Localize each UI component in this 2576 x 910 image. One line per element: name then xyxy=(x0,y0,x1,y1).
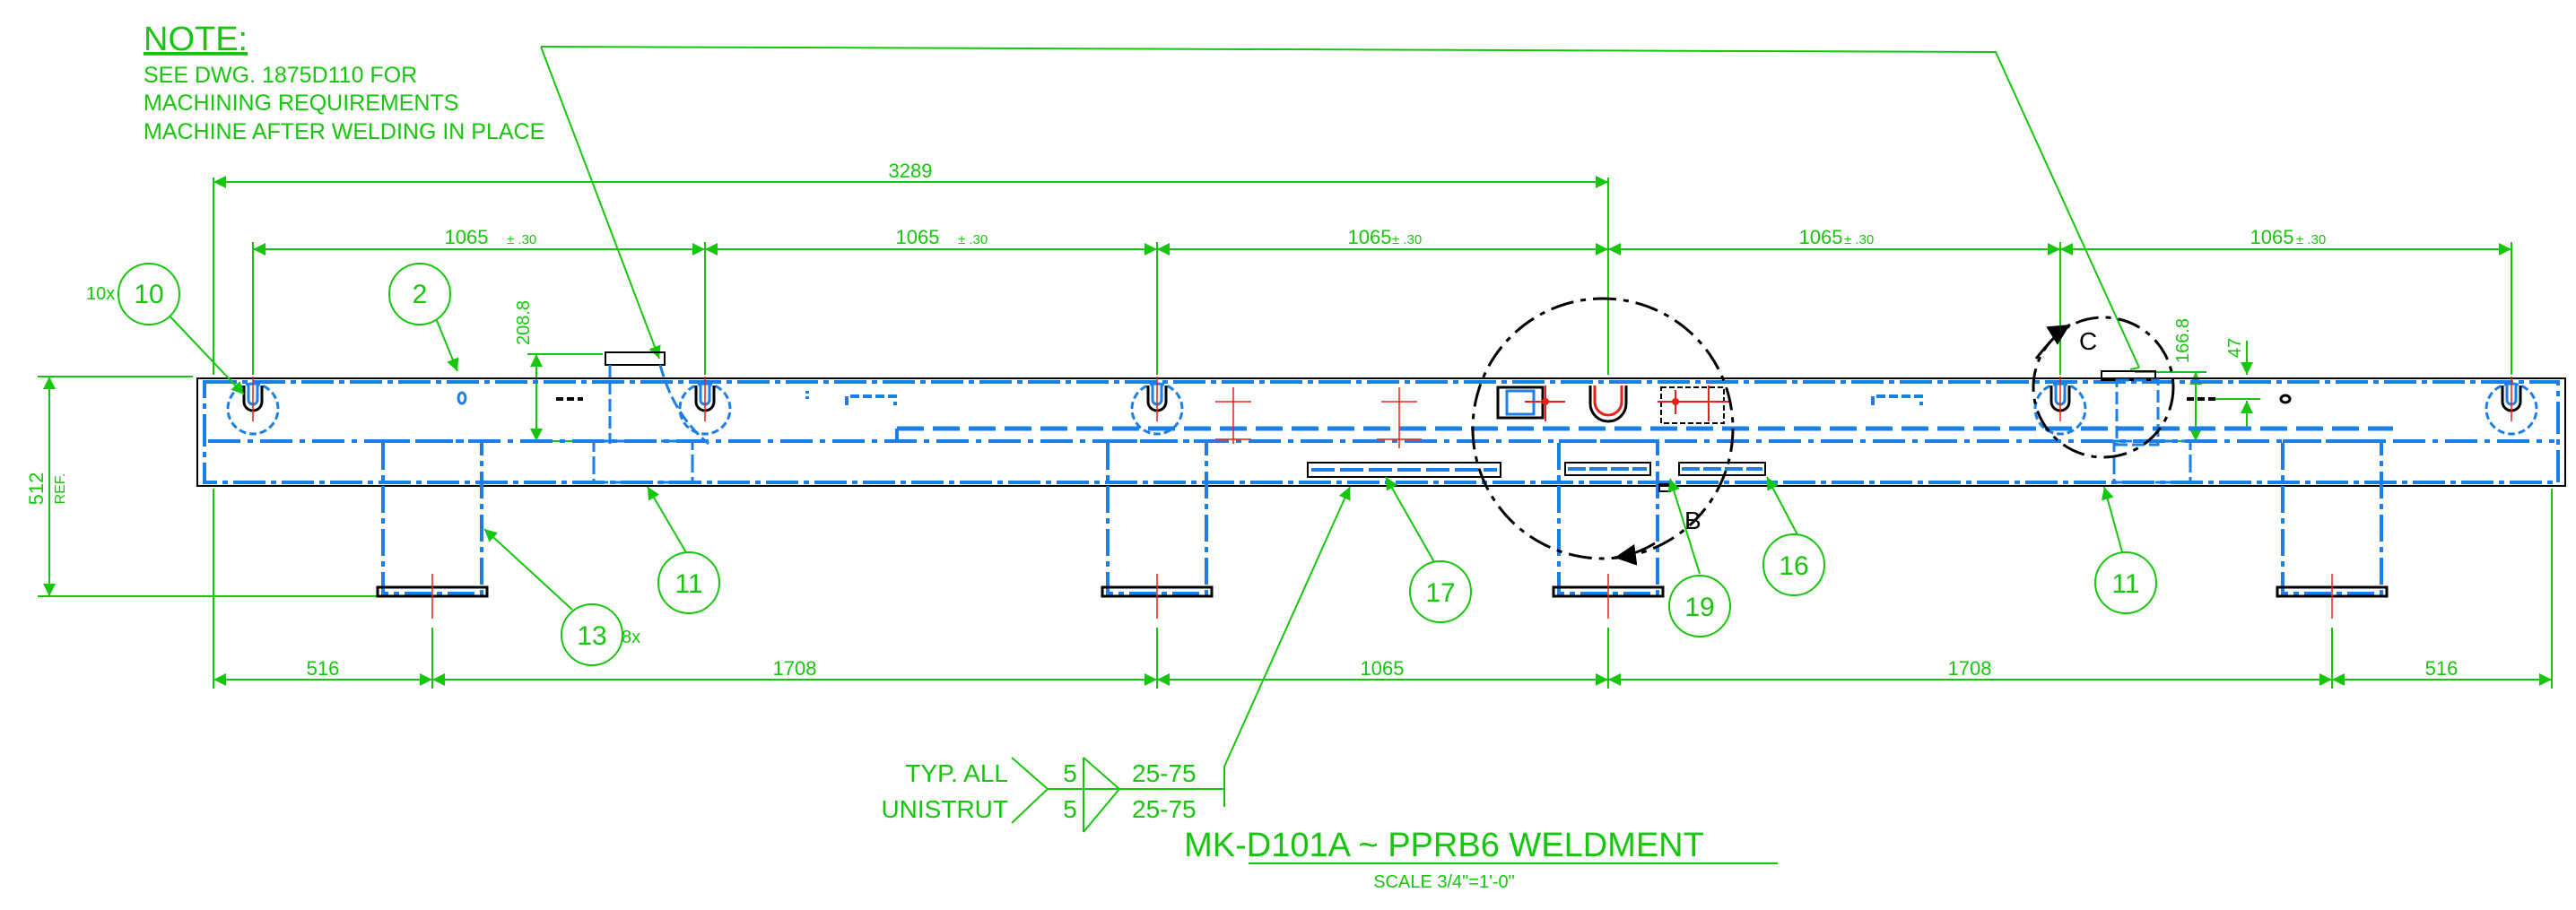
dim-height-ref: REF. xyxy=(53,473,68,505)
slots xyxy=(226,377,2538,436)
main-beam xyxy=(196,351,2566,487)
note-block: NOTE: SEE DWG. 1875D110 FOR MACHINING RE… xyxy=(144,21,544,144)
balloon-19: 19 xyxy=(1668,575,1731,637)
balloons: 10 10x 2 11 13 8x 17 19 16 xyxy=(86,263,2157,666)
dimension-texts: 3289 1065 ± .30 1065 ± .30 1065 ± .30 10… xyxy=(25,160,2458,680)
note-line-1: SEE DWG. 1875D110 FOR xyxy=(144,63,417,88)
balloon-11-left: 11 xyxy=(657,551,720,614)
balloon-10-text: 10 xyxy=(134,280,163,309)
balloon-17-text: 17 xyxy=(1425,578,1455,608)
weld-note-1: TYP. ALL xyxy=(905,759,1008,787)
weld-length-2: 25-75 xyxy=(1132,795,1197,823)
dim-tol-4: ± .30 xyxy=(1844,232,1874,247)
part-11-blocks xyxy=(592,439,2192,484)
dim-tol-3: ± .30 xyxy=(1392,232,1422,247)
detail-c-label: C xyxy=(2079,327,2097,355)
leg-2 xyxy=(1101,439,1214,619)
slot-5 xyxy=(2033,377,2087,436)
balloon-17: 17 xyxy=(1409,560,1472,623)
weld-note-2: UNISTRUT xyxy=(881,795,1008,823)
dim-tol-1: ± .30 xyxy=(507,232,536,247)
note-leaders xyxy=(540,46,2140,370)
plates xyxy=(1307,462,1766,492)
dim-47: 47 xyxy=(2225,338,2245,358)
legs xyxy=(376,439,2389,619)
dim-bottom-3: 1065 xyxy=(1361,657,1405,680)
balloon-11-right: 11 xyxy=(2094,551,2157,614)
balloon-10-qty: 10x xyxy=(86,284,115,304)
slot-6 xyxy=(2485,377,2538,436)
drawing-scale: SCALE 3/4"=1'-0" xyxy=(1373,872,1515,892)
balloon-11-left-text: 11 xyxy=(674,569,702,599)
dim-span-2: 1065 xyxy=(896,226,940,248)
detail-b-label: B xyxy=(1684,507,1701,534)
title-block: MK-D101A ~ PPRB6 WELDMENT SCALE 3/4"=1'-… xyxy=(1184,827,1778,892)
balloon-16-text: 16 xyxy=(1779,551,1808,581)
dim-208: 208.8 xyxy=(514,300,534,345)
detail-circles xyxy=(1471,297,2175,560)
note-line-2: MACHINING REQUIREMENTS xyxy=(144,91,458,116)
weld-symbol: TYP. ALL UNISTRUT 5 5 25-75 25-75 xyxy=(881,757,1224,833)
drawing-title: MK-D101A ~ PPRB6 WELDMENT xyxy=(1184,827,1704,864)
balloon-19-text: 19 xyxy=(1684,593,1714,622)
dim-bottom-1: 516 xyxy=(307,657,340,680)
dim-height: 512 xyxy=(25,472,48,506)
slot-2 xyxy=(678,377,732,436)
note-heading: NOTE: xyxy=(144,21,248,58)
note-line-3: MACHINE AFTER WELDING IN PLACE xyxy=(144,119,544,144)
slot-1 xyxy=(226,377,280,436)
dim-span-1: 1065 xyxy=(445,226,489,248)
slot-4 xyxy=(1588,386,1628,423)
dim-span-3: 1065 xyxy=(1348,226,1392,248)
dim-tol-5: ± .30 xyxy=(2296,232,2326,247)
bracket-19 xyxy=(1496,386,1731,424)
balloon-10: 10 10x xyxy=(86,263,180,325)
dim-span-5: 1065 xyxy=(2250,226,2294,248)
dim-bottom-5: 516 xyxy=(2425,657,2459,680)
leg-1 xyxy=(376,439,489,619)
leg-3 xyxy=(1552,439,1665,619)
dim-span-4: 1065 xyxy=(1799,226,1843,248)
leg-4 xyxy=(2276,439,2389,619)
dim-overall: 3289 xyxy=(889,160,933,182)
hole-features xyxy=(457,387,2292,448)
dim-bottom-4: 1708 xyxy=(1948,657,1992,680)
dim-tol-2: ± .30 xyxy=(958,232,988,247)
slot-3 xyxy=(1130,377,1184,436)
detail-b-circle xyxy=(1471,297,1735,560)
balloon-13-text: 13 xyxy=(577,621,606,651)
detail-c-circle xyxy=(2032,316,2175,459)
weld-size-2: 5 xyxy=(1063,795,1077,823)
balloon-16: 16 xyxy=(1762,533,1825,596)
balloon-11-right-text: 11 xyxy=(2111,569,2139,599)
balloon-2-text: 2 xyxy=(413,280,428,309)
detail-arrows xyxy=(1614,323,2071,566)
balloon-13-qty: 8x xyxy=(622,628,640,647)
dim-bottom-2: 1708 xyxy=(773,657,817,680)
weld-length-1: 25-75 xyxy=(1132,759,1197,787)
balloon-2: 2 xyxy=(388,263,451,325)
balloon-13: 13 8x xyxy=(561,603,640,666)
balloon-leaders xyxy=(163,309,2125,807)
dim-166: 166.8 xyxy=(2173,318,2193,363)
dimension-lines xyxy=(38,176,2553,689)
weld-size-1: 5 xyxy=(1063,759,1077,787)
